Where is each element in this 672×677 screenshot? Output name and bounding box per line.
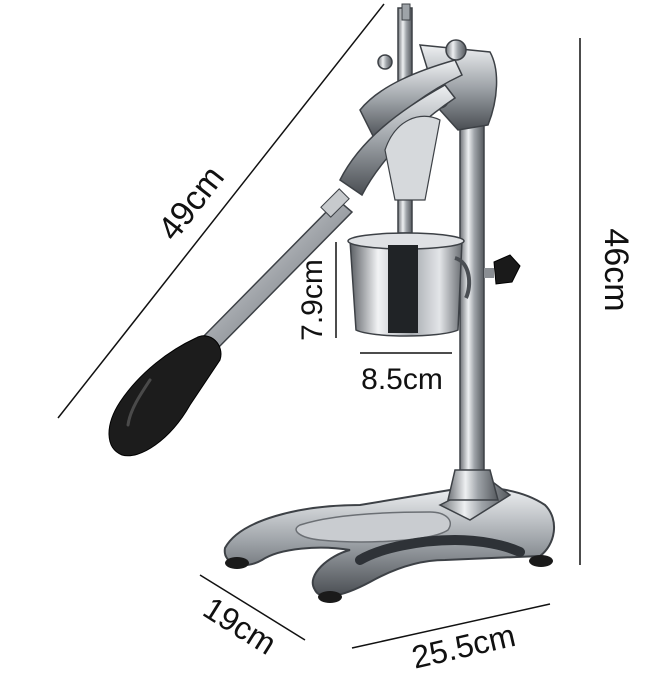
cup-diameter-label: 8.5cm	[361, 363, 443, 396]
linkage-arms	[339, 59, 463, 201]
juicer-base	[223, 479, 556, 603]
base-depth-dimension-line	[199, 574, 306, 641]
juicer-column	[447, 109, 499, 501]
diagonal-dimension-line	[57, 3, 385, 419]
base-width-dimension-line	[351, 603, 551, 649]
lever-rod	[198, 198, 354, 354]
lever-grip	[108, 335, 222, 457]
clamp-knob	[484, 254, 521, 285]
cup-height-label: 7.9cm	[296, 259, 329, 341]
diagonal-length-label: 49cm	[151, 159, 232, 248]
base-width-label: 25.5cm	[408, 617, 518, 672]
height-label: 46cm	[597, 228, 635, 311]
juicer-cup	[347, 232, 472, 337]
juicer-illustration	[108, 3, 556, 603]
